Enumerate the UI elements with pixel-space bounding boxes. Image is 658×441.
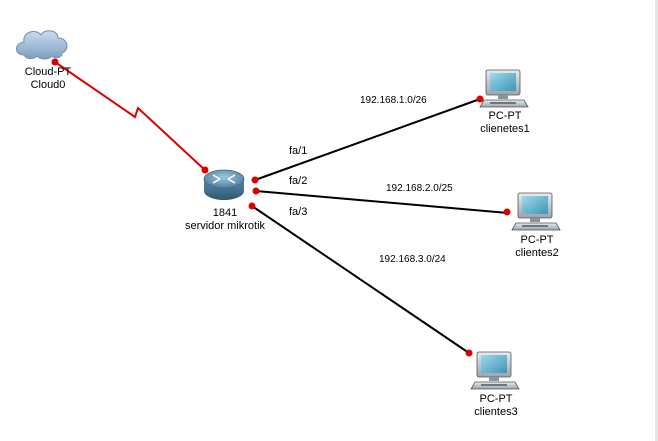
network-label-fa1: 192.168.1.0/26 [360,95,427,106]
link-dot-router-serial [201,166,209,174]
pc3-name-label: clientes3 [474,406,518,418]
serial-link-cloud-router[interactable] [54,61,207,172]
pc3-type-label: PC-PT [479,393,513,405]
pc-icon-3[interactable] [470,351,520,390]
pc2-name-label: clientes2 [515,247,559,259]
ethernet-link-fa2[interactable] [255,190,509,214]
link-dot-router-fa1 [251,176,259,184]
pc-icon-2[interactable] [511,192,561,231]
link-dot-router-fa3 [248,202,256,210]
pc2-type-label: PC-PT [520,234,554,246]
ethernet-link-fa1[interactable] [254,98,481,181]
link-dot-pc2 [503,208,511,216]
link-dot-cloud [51,58,59,66]
link-dot-router-fa2 [252,187,260,195]
cloud-icon[interactable] [16,30,68,60]
network-label-fa3: 192.168.3.0/24 [379,254,446,265]
pc1-type-label: PC-PT [488,110,522,122]
interface-label-fa3: fa/3 [289,206,308,218]
cloud-name-label: Cloud0 [30,79,66,91]
ethernet-link-fa3[interactable] [251,205,470,354]
interface-label-fa1: fa/1 [289,145,308,157]
link-status-dots [51,58,511,357]
pc-icon-1[interactable] [479,69,529,108]
link-dot-pc1 [476,95,484,103]
router-icon[interactable] [203,169,245,200]
interface-label-fa2: fa/2 [289,175,308,187]
link-dot-pc3 [465,349,473,357]
pc1-name-label: clienetes1 [480,123,530,135]
window-edge [655,0,658,441]
network-label-fa2: 192.168.2.0/25 [386,183,453,194]
cloud-type-label: Cloud-PT [24,66,72,78]
router-type-label: 1841 [212,207,238,219]
router-name-label: servidor mikrotik [184,220,266,232]
